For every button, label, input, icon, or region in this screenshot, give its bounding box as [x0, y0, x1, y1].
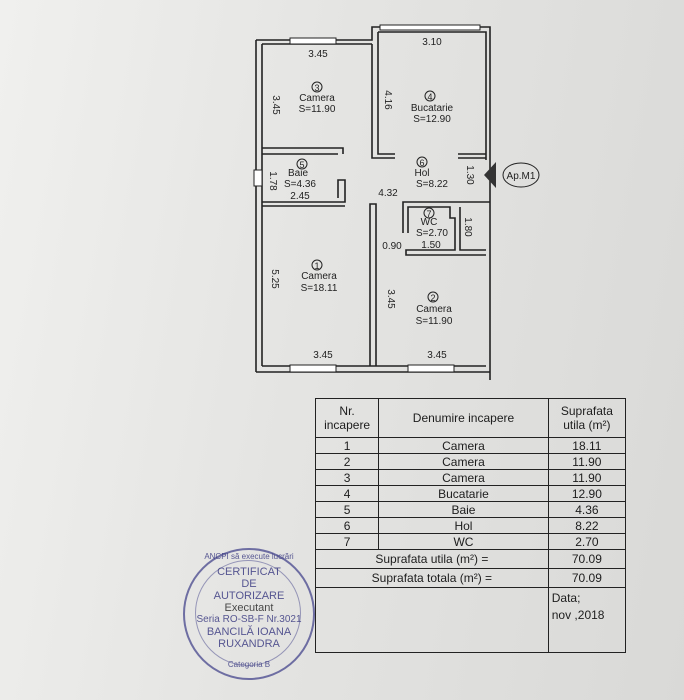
room-number: 7	[426, 209, 431, 219]
date-label: Data;	[551, 591, 581, 605]
util-value: 70.09	[547, 549, 627, 569]
room-area: S=11.90	[299, 104, 336, 115]
dimension: 3.45	[270, 95, 281, 115]
cell-area: 2.70	[547, 533, 627, 550]
cell-nr: 1	[314, 437, 380, 454]
dimension: 1.80	[462, 217, 473, 237]
floor-plan: Ap.M1 3 Camera S=11.90 4 Bucatarie S=12.…	[253, 24, 540, 380]
dimension: 3.45	[313, 350, 333, 361]
room-name: Camera	[416, 304, 452, 315]
room-name: WC	[421, 217, 438, 228]
util-label: Suprafata utila (m²) =	[315, 549, 549, 569]
cell-area: 8.22	[547, 517, 627, 534]
cell-area: 11.90	[547, 453, 627, 470]
dimension: 4.32	[378, 188, 398, 199]
dimension: 3.45	[385, 289, 396, 309]
stamp-ring-text: Categoria B	[227, 660, 271, 669]
dimension: 1.50	[421, 240, 441, 251]
dimension: 2.45	[290, 191, 310, 202]
cell-nr: 6	[314, 517, 380, 534]
room-number: 4	[427, 92, 432, 102]
table-header: Nr. incapere Denumire incapere Suprafata…	[314, 398, 627, 438]
dimension-labels: 3.45 3.10 3.45 4.16 1.78 2.45 4.32 1.30 …	[267, 37, 475, 361]
dimension: 0.90	[382, 241, 402, 252]
dimension: 1.78	[267, 171, 278, 191]
room-area: S=4.36	[284, 179, 316, 190]
room-number: 6	[419, 158, 424, 168]
dimension: 3.10	[422, 37, 442, 48]
cell-nr: 7	[314, 533, 380, 550]
dimension: 4.16	[382, 90, 393, 110]
header-area: Suprafata utila (m²)	[547, 398, 627, 438]
cell-name: Camera	[378, 437, 549, 454]
cell-area: 12.90	[547, 485, 627, 502]
cell-name: Hol	[378, 517, 549, 534]
total-value: 70.09	[547, 568, 627, 588]
dimension: 1.30	[464, 165, 475, 185]
room-name: Camera	[301, 271, 337, 282]
cell-nr: 5	[314, 501, 380, 518]
cell-nr: 4	[314, 485, 380, 502]
room-number: 3	[314, 83, 319, 93]
room-area: S=2.70	[416, 228, 448, 239]
date-value: nov ,2018	[551, 608, 605, 622]
stamp-text: Seria RO-SB-F Nr.3021	[196, 614, 302, 625]
room-number: 1	[314, 261, 319, 271]
util-row: Suprafata utila (m²) = 70.09	[315, 549, 627, 569]
total-label: Suprafata totala (m²) =	[315, 568, 549, 588]
stamp-text: CERTIFICAT	[217, 566, 281, 578]
room-area: S=12.90	[413, 114, 451, 125]
walls	[255, 26, 491, 380]
header-nr: Nr. incapere	[314, 398, 380, 438]
cell-name: Camera	[378, 453, 549, 470]
cell-area: 4.36	[547, 501, 627, 518]
stamp-text: AUTORIZARE	[213, 590, 285, 602]
room-number: 2	[430, 293, 435, 303]
authorization-stamp: ANCPI să execute lucrări CERTIFICAT DE A…	[183, 548, 315, 680]
stamp-ring-text: ANCPI să execute lucrări	[204, 552, 294, 561]
cell-area: 11.90	[547, 469, 627, 486]
cell-nr: 3	[314, 469, 380, 486]
cell-name: Bucatarie	[378, 485, 549, 502]
total-row: Suprafata totala (m²) = 70.09	[315, 568, 627, 588]
dimension: 3.45	[308, 49, 328, 60]
date-row: Data; nov ,2018	[315, 587, 627, 653]
room-name: Hol	[414, 168, 429, 179]
stamp-text: BANCILĂ IOANA	[206, 626, 292, 638]
cell-area: 18.11	[547, 437, 627, 454]
rooms-table: Nr. incapere Denumire incapere Suprafata…	[314, 398, 627, 653]
stamp-text: Executant	[224, 602, 274, 614]
entrance-door: Ap.M1	[484, 162, 540, 188]
cell-name: WC	[378, 533, 549, 550]
date-cell: Data; nov ,2018	[547, 587, 627, 653]
room-name: Camera	[299, 93, 335, 104]
room-name: Baie	[288, 168, 308, 179]
cell-name: Camera	[378, 469, 549, 486]
room-number: 5	[299, 160, 304, 170]
windows	[253, 24, 481, 373]
room-area: S=11.90	[416, 316, 453, 327]
room-name: Bucatarie	[411, 103, 454, 114]
room-area: S=18.11	[301, 283, 338, 294]
dimension: 3.45	[427, 350, 447, 361]
stamp-text: RUXANDRA	[218, 638, 280, 650]
cell-nr: 2	[314, 453, 380, 470]
header-name: Denumire incapere	[378, 398, 549, 438]
stamp-text: DE	[241, 578, 257, 590]
room-area: S=8.22	[416, 179, 448, 190]
apartment-label: Ap.M1	[507, 171, 536, 182]
empty-cell	[315, 587, 549, 653]
room-labels: 3 Camera S=11.90 4 Bucatarie S=12.90 5 B…	[284, 81, 454, 327]
dimension: 5.25	[269, 269, 280, 289]
cell-name: Baie	[378, 501, 549, 518]
